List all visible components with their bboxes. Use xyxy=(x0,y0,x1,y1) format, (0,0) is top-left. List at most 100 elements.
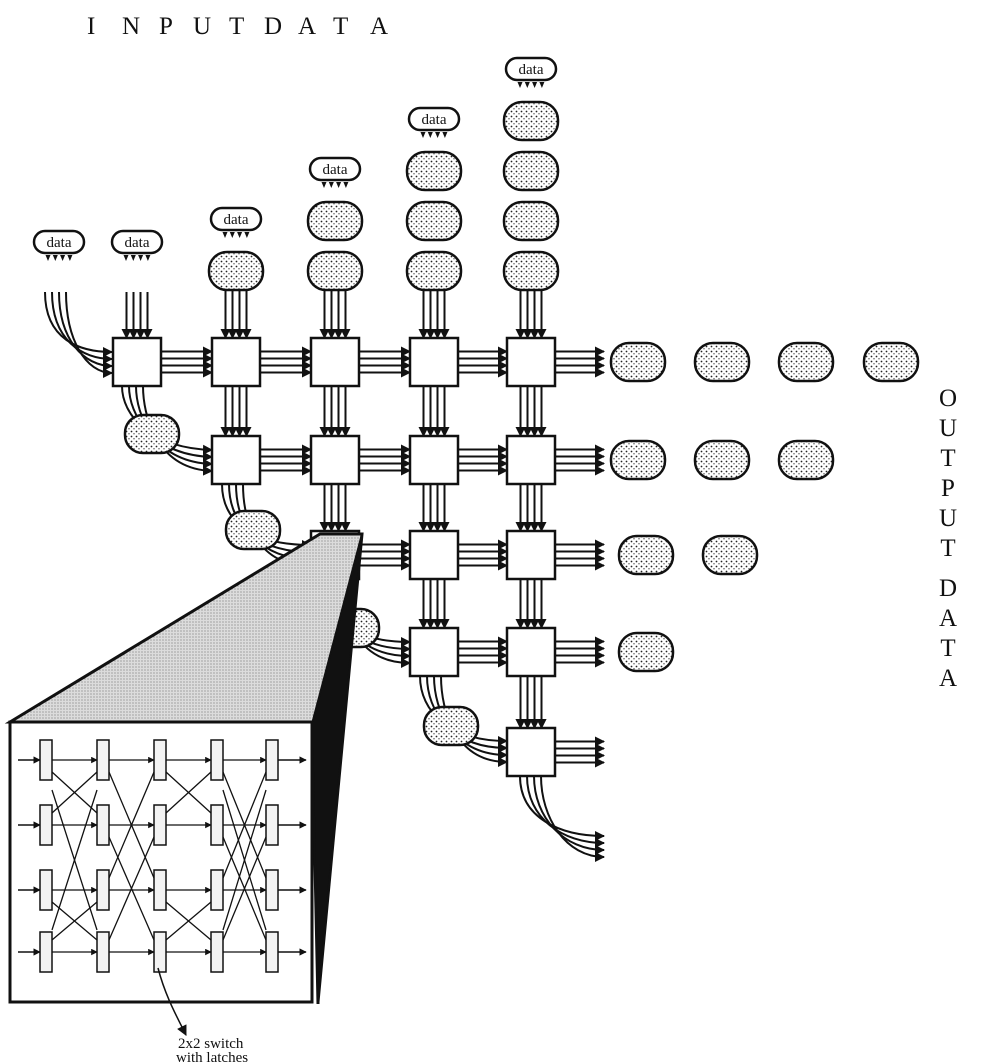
switch-node xyxy=(210,434,262,486)
title-char: I xyxy=(87,13,95,40)
switch-node xyxy=(505,529,557,581)
data-tag-pin xyxy=(532,82,538,88)
inset-cross-link xyxy=(222,771,267,879)
title-char: T xyxy=(229,13,244,40)
switch-element xyxy=(210,739,224,781)
exit-curve-wire xyxy=(533,775,605,855)
data-tag: data xyxy=(32,229,86,261)
side-title-char: P xyxy=(941,475,955,502)
data-tag-pin xyxy=(45,255,51,261)
switch-node xyxy=(505,726,557,778)
inset-cross-link xyxy=(51,789,98,931)
diagonal-packet xyxy=(224,509,282,551)
data-tag: data xyxy=(407,106,461,138)
input-packet xyxy=(502,100,560,142)
switch-node xyxy=(505,336,557,388)
inset-cross-link xyxy=(165,771,212,814)
output-packet xyxy=(693,341,751,383)
switch-element xyxy=(153,739,167,781)
data-tag-bubble xyxy=(308,156,362,182)
side-title-char: U xyxy=(939,505,957,532)
switch-element xyxy=(96,804,110,846)
switch-element xyxy=(96,869,110,911)
switch-element xyxy=(96,931,110,973)
switch-element xyxy=(153,931,167,973)
switch-node xyxy=(210,336,262,388)
switch-node xyxy=(408,434,460,486)
data-tag-pin xyxy=(524,82,530,88)
output-packet xyxy=(693,439,751,481)
inset-cross-link xyxy=(108,836,155,941)
input-packet xyxy=(405,200,463,242)
side-title-char: A xyxy=(939,665,957,692)
data-tag-pin xyxy=(336,182,342,188)
diagonal-packet xyxy=(123,413,181,455)
switch-network-inset xyxy=(8,720,314,1004)
output-packet xyxy=(609,341,667,383)
side-title-char: O xyxy=(939,385,957,412)
data-tag-label: data xyxy=(422,112,447,128)
switch-element xyxy=(39,804,53,846)
data-tag-pin xyxy=(229,232,235,238)
switch-node xyxy=(408,529,460,581)
output-packet xyxy=(862,341,920,383)
data-tag-pin xyxy=(130,255,136,261)
input-curve-wire xyxy=(44,291,113,357)
switch-node xyxy=(408,626,460,678)
data-tag: data xyxy=(110,229,164,261)
caption-line: 2x2 switch xyxy=(178,1036,244,1052)
switch-element xyxy=(265,931,279,973)
side-title-char: T xyxy=(940,635,955,662)
input-packet xyxy=(502,150,560,192)
input-curve-wire xyxy=(51,291,113,364)
switch-element xyxy=(153,869,167,911)
data-tag-label: data xyxy=(125,235,150,251)
caption-line: with latches xyxy=(176,1050,248,1064)
data-tag-bubble xyxy=(407,106,461,132)
switch-element xyxy=(39,739,53,781)
switch-node xyxy=(309,434,361,486)
data-tag-label: data xyxy=(224,212,249,228)
switch-element xyxy=(96,739,110,781)
data-tag-pin xyxy=(244,232,250,238)
side-title-char: U xyxy=(939,415,957,442)
inset-wires xyxy=(18,756,307,956)
side-title-char: A xyxy=(939,605,957,632)
data-packets xyxy=(123,100,920,747)
data-tag-pin xyxy=(442,132,448,138)
switch-node xyxy=(111,336,163,388)
switch-node xyxy=(309,336,361,388)
inset-cross-link xyxy=(108,771,155,879)
data-tag-label: data xyxy=(519,62,544,78)
data-tag-label: data xyxy=(47,235,72,251)
exit-curve-wire xyxy=(526,775,605,848)
title-char: A xyxy=(298,13,316,40)
data-tag-pin xyxy=(427,132,433,138)
output-packet xyxy=(617,534,675,576)
side-title-char: T xyxy=(940,535,955,562)
input-packet xyxy=(405,150,463,192)
data-tag-pin xyxy=(321,182,327,188)
output-packet xyxy=(777,439,835,481)
inset-cross-link xyxy=(51,771,98,814)
data-tag-pin xyxy=(420,132,426,138)
input-data-title: I N P U T D A T A xyxy=(87,13,388,40)
inset-cross-link xyxy=(165,901,212,941)
input-packet xyxy=(306,250,364,292)
title-char: T xyxy=(333,13,348,40)
data-tag-pin xyxy=(138,255,144,261)
data-tag-bubble xyxy=(32,229,86,255)
title-char: N xyxy=(122,13,140,40)
switch-element xyxy=(265,739,279,781)
inset-cross-link xyxy=(222,836,267,941)
switch-element xyxy=(265,869,279,911)
data-tag-pin xyxy=(435,132,441,138)
inset-cross-link xyxy=(222,789,267,931)
title-char: A xyxy=(370,13,388,40)
switch-element xyxy=(153,804,167,846)
data-tag-pin xyxy=(67,255,73,261)
switch-element xyxy=(39,869,53,911)
input-packet xyxy=(306,200,364,242)
